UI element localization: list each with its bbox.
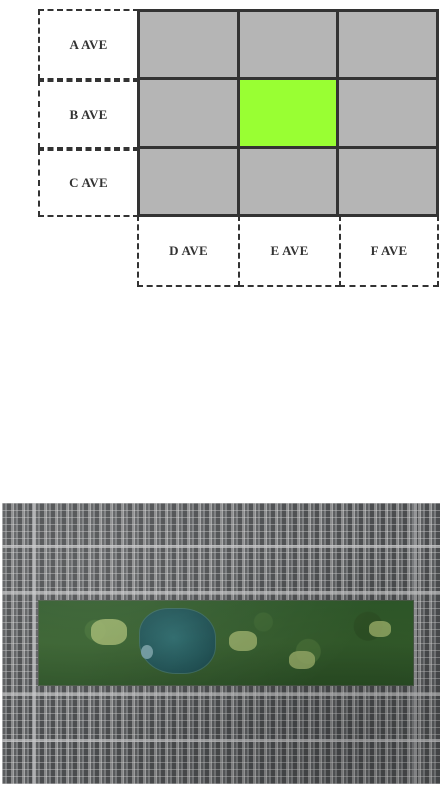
column-label-d: D AVE	[137, 215, 240, 287]
column-label-f: F AVE	[339, 215, 439, 287]
block-b-e-highlighted	[240, 80, 337, 145]
column-label-e: E AVE	[238, 215, 341, 287]
row-label-b: B AVE	[38, 80, 139, 149]
block-b-d	[140, 80, 237, 145]
row-label-a: A AVE	[38, 9, 139, 80]
aerial-city-image	[2, 503, 440, 784]
block-b-f	[339, 80, 436, 145]
block-a-d	[140, 12, 237, 77]
block-c-e	[240, 149, 337, 214]
row-label-c: C AVE	[38, 149, 139, 217]
block-c-d	[140, 149, 237, 214]
street-grid-diagram: A AVE B AVE C AVE D AVE E AVE F AVE	[0, 0, 442, 300]
block-c-f	[339, 149, 436, 214]
block-a-e	[240, 12, 337, 77]
block-grid	[137, 9, 439, 217]
image-shading	[2, 503, 440, 784]
block-a-f	[339, 12, 436, 77]
